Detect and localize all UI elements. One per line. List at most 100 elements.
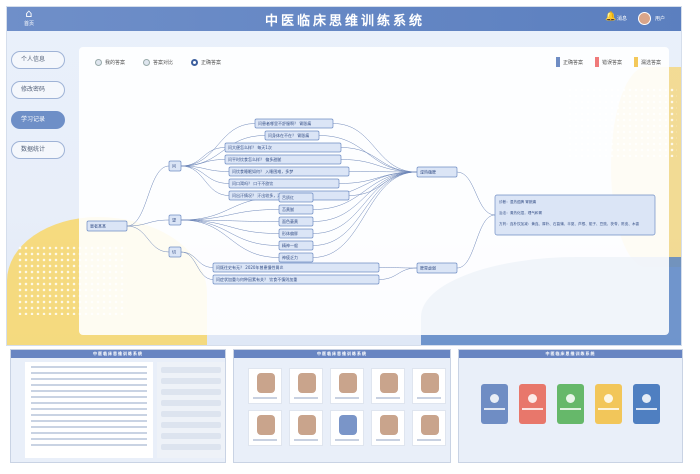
mindmap-observation: 舌质红 [278, 192, 314, 203]
mindmap-diagnosis: 脾胃虚弱 [416, 262, 458, 274]
legend-missed: 漏选答案 [633, 57, 661, 67]
patient-card-locked[interactable] [330, 410, 364, 446]
patient-card[interactable] [371, 410, 405, 446]
mindmap-branch-text: 望 [172, 217, 176, 223]
mindmap-question-text: 问身体在不在？ 胃胀痛 [268, 132, 309, 138]
card-caption [376, 439, 400, 441]
mindmap-branch: 切 [168, 246, 182, 258]
mindmap-observation-text: 形体偏胖 [282, 230, 298, 236]
radio-compare[interactable]: 答案对比 [143, 59, 173, 66]
patient-card[interactable] [289, 410, 323, 446]
patient-card[interactable] [330, 368, 364, 404]
user-name[interactable]: 用户 [655, 16, 666, 22]
sidebar-item-profile[interactable]: 个人信息 [11, 51, 65, 69]
mindmap-question: 问饮食睡眠如何？ 入睡困难，多梦 [228, 166, 350, 177]
radio-dot[interactable] [191, 59, 199, 66]
patient-photo [298, 415, 316, 435]
mindmap-edge [180, 123, 256, 167]
mindmap-observation-box [278, 228, 314, 239]
avatar[interactable] [638, 12, 651, 25]
mindmap-edge [312, 171, 418, 222]
mindmap-observation-text: 神疲乏力 [282, 254, 298, 260]
patient-photo [298, 373, 316, 393]
mindmap-question-box [224, 154, 342, 165]
mindmap-branch-box [168, 160, 182, 172]
home-label: 首页 [23, 21, 34, 27]
legend-label: 漏选答案 [640, 59, 661, 66]
patient-photo [339, 373, 357, 393]
mindmap-question: 问口渴吗？ 口干不欲饮 [228, 178, 340, 189]
mindmap-branch: 问 [168, 160, 182, 172]
radio-correct-answer[interactable]: 正确答案 [191, 59, 221, 66]
mindmap-observation: 形体偏胖 [278, 228, 314, 239]
card-caption [417, 397, 441, 399]
card-caption [335, 439, 359, 441]
list-item [31, 414, 147, 416]
sidebar-item-statistics[interactable]: 数据统计 [11, 141, 65, 159]
module-label [484, 408, 505, 410]
chat-bubble [161, 422, 221, 428]
list-item [31, 432, 147, 434]
mindmap-question: 问平时饮食怎么样？ 偏多甜腻 [224, 154, 342, 165]
module-tile[interactable] [481, 384, 508, 424]
patient-photo [421, 373, 439, 393]
mindmap-edge [340, 159, 418, 173]
bell-icon[interactable]: 🔔 [605, 12, 617, 22]
mindmap-question-box [228, 166, 350, 177]
legend-swatch [594, 57, 599, 67]
mindmap-edge [126, 165, 170, 227]
patient-card[interactable] [412, 410, 446, 446]
sidebar-item-password[interactable]: 修改密码 [11, 81, 65, 99]
patient-card[interactable] [248, 410, 282, 446]
mindmap-diagnosis-text: 脾胃虚弱 [420, 265, 436, 271]
mindmap-edge [312, 171, 418, 258]
top-bar: ⌂ 首页 中医临床思维训练系统 🔔 消息 用户 [7, 7, 681, 31]
patient-photo [421, 415, 439, 435]
list-item [31, 366, 147, 368]
mindmap-observation: 精神一般 [278, 240, 314, 251]
module-tile[interactable] [557, 384, 584, 424]
mindmap-observation-box [278, 252, 314, 263]
chat-bubble [161, 367, 221, 373]
list-item [31, 384, 147, 386]
radio-dot[interactable] [95, 59, 102, 66]
legend: 正确答案 错误答案 漏选答案 [555, 57, 661, 67]
patient-card[interactable] [371, 368, 405, 404]
list-item [31, 378, 147, 380]
legend-label: 错误答案 [601, 59, 622, 66]
notification-label[interactable]: 消息 [617, 16, 628, 22]
chat-bubble [161, 444, 221, 450]
radio-label: 我的答案 [105, 60, 126, 66]
sidebar-item-records[interactable]: 学习记录 [11, 111, 65, 129]
module-tile[interactable] [519, 384, 546, 424]
mindmap-observation-text: 精神一般 [282, 242, 298, 248]
patient-photo [257, 415, 275, 435]
patient-photo [380, 373, 398, 393]
view-options: 我的答案 答案对比 正确答案 [95, 59, 221, 66]
mindmap-question-box [254, 118, 334, 129]
mindmap-observation-box [278, 192, 314, 203]
mindmap-edges [126, 123, 496, 280]
radio-dot[interactable] [143, 59, 151, 66]
mindmap-question-text: 问症状加重与何种因素有关？ 饮食不慎则加重 [216, 276, 297, 282]
mindmap-edge [180, 209, 280, 221]
radio-my-answer[interactable]: 我的答案 [95, 59, 125, 66]
mindmap-edge [126, 225, 170, 253]
module-label [522, 408, 543, 410]
module-tile[interactable] [633, 384, 660, 424]
mindmap-edge [318, 135, 418, 173]
sidebar: 个人信息 修改密码 学习记录 数据统计 [11, 51, 69, 171]
mindmap-branch-box [168, 246, 182, 258]
mindmap-question-box [212, 262, 380, 273]
patient-card[interactable] [412, 368, 446, 404]
legend-swatch [633, 57, 638, 67]
thumbnail-chat: 中医临床思维训练系统 [10, 349, 226, 463]
patient-card[interactable] [289, 368, 323, 404]
module-tile[interactable] [595, 384, 622, 424]
mindmap-diagnosis-box [416, 166, 458, 178]
module-tiles [481, 384, 660, 424]
patient-card[interactable] [248, 368, 282, 404]
home-button[interactable]: ⌂ 首页 [19, 8, 39, 29]
mindmap-observation-box [278, 240, 314, 251]
mindmap-edge [456, 171, 496, 216]
